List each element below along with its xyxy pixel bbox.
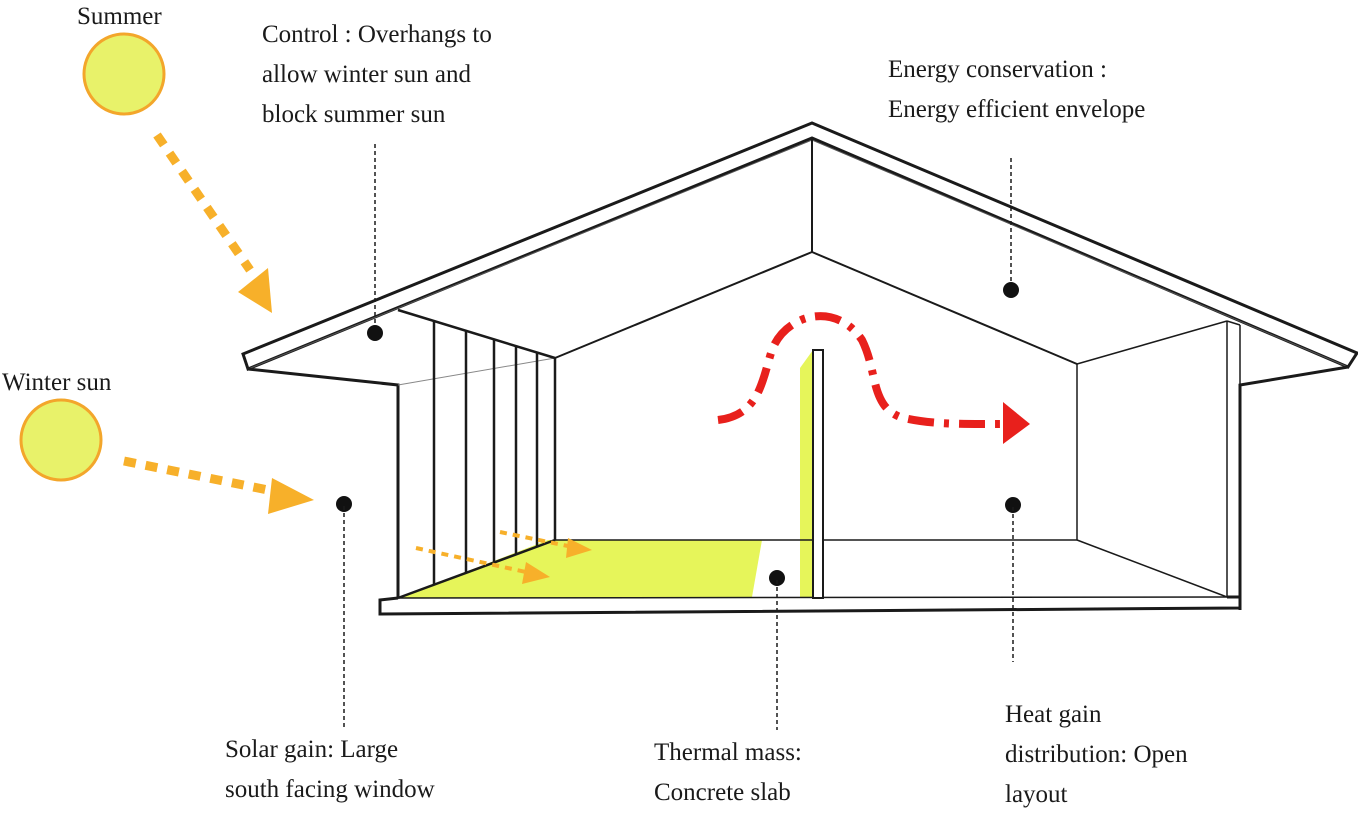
thermal-mass-wall [812,349,824,599]
ceiling-right [811,251,1078,365]
energy-leader-dot [1003,282,1019,298]
thermal-leader-dot [769,570,785,586]
sunlit-floor-patch [398,540,762,598]
ceiling-left [554,251,813,359]
control-label-line-2: allow winter sun and [262,61,471,88]
summer-label: Summer [77,3,162,30]
ceiling-right-back [1076,320,1228,365]
back-wall-floor-right [1076,539,1228,598]
energy-label-line-1: Energy conservation : [888,56,1107,83]
heat-label-line-1: Heat gain [1005,701,1102,728]
interior-sun-ray-2 [415,546,527,574]
thermal-mass-label: Thermal mass: Concrete slab [654,733,802,813]
solar-leader-dot [336,496,352,512]
winter-sun-arrowhead [268,478,314,514]
control-label-line-3: block summer sun [262,101,446,128]
heat-label-line-2: distribution: Open [1005,741,1188,768]
control-label-line-1: Control : Overhangs to [262,21,492,48]
thermal-label-line-1: Thermal mass: [654,739,802,766]
overhang-soffit [397,357,556,386]
interior-sun-arrowhead-1 [566,538,592,558]
heat-flow-arrow [717,312,1001,429]
heat-flow-arrowhead [1003,402,1030,444]
heat-gain-label: Heat gain distribution: Open layout [1005,695,1188,815]
window-top [397,308,556,360]
thermal-mass-wall-highlight [800,350,813,597]
solar-label-line-1: Solar gain: Large [225,736,399,763]
control-label: Control : Overhangs to allow winter sun … [262,15,492,135]
right-roof-return [1226,320,1241,326]
left-exterior-wall [247,367,400,598]
interior-sun-ray-1 [499,530,569,548]
summer-sun-icon [82,32,166,116]
winter-sun-icon [19,398,103,482]
floor-slab [378,595,1242,616]
winter-sun-ray [123,456,269,495]
energy-label: Energy conservation : Energy efficient e… [888,50,1145,130]
roof-inner-edge [247,139,1349,370]
energy-label-line-2: Energy efficient envelope [888,96,1146,123]
heat-leader-dot [1005,497,1021,513]
solar-label-line-2: south facing window [225,776,435,803]
heat-label-line-3: layout [1005,781,1068,808]
control-leader-dot [367,325,383,341]
interior-sun-arrowhead-2 [522,562,550,584]
winter-sun-label: Winter sun [2,369,112,396]
window-bottom [397,538,556,600]
solar-gain-label: Solar gain: Large south facing window [225,730,435,810]
summer-sun-ray [153,132,254,273]
summer-sun-arrowhead [238,268,272,313]
right-exterior-wall [1238,365,1349,610]
thermal-label-line-2: Concrete slab [654,779,791,806]
